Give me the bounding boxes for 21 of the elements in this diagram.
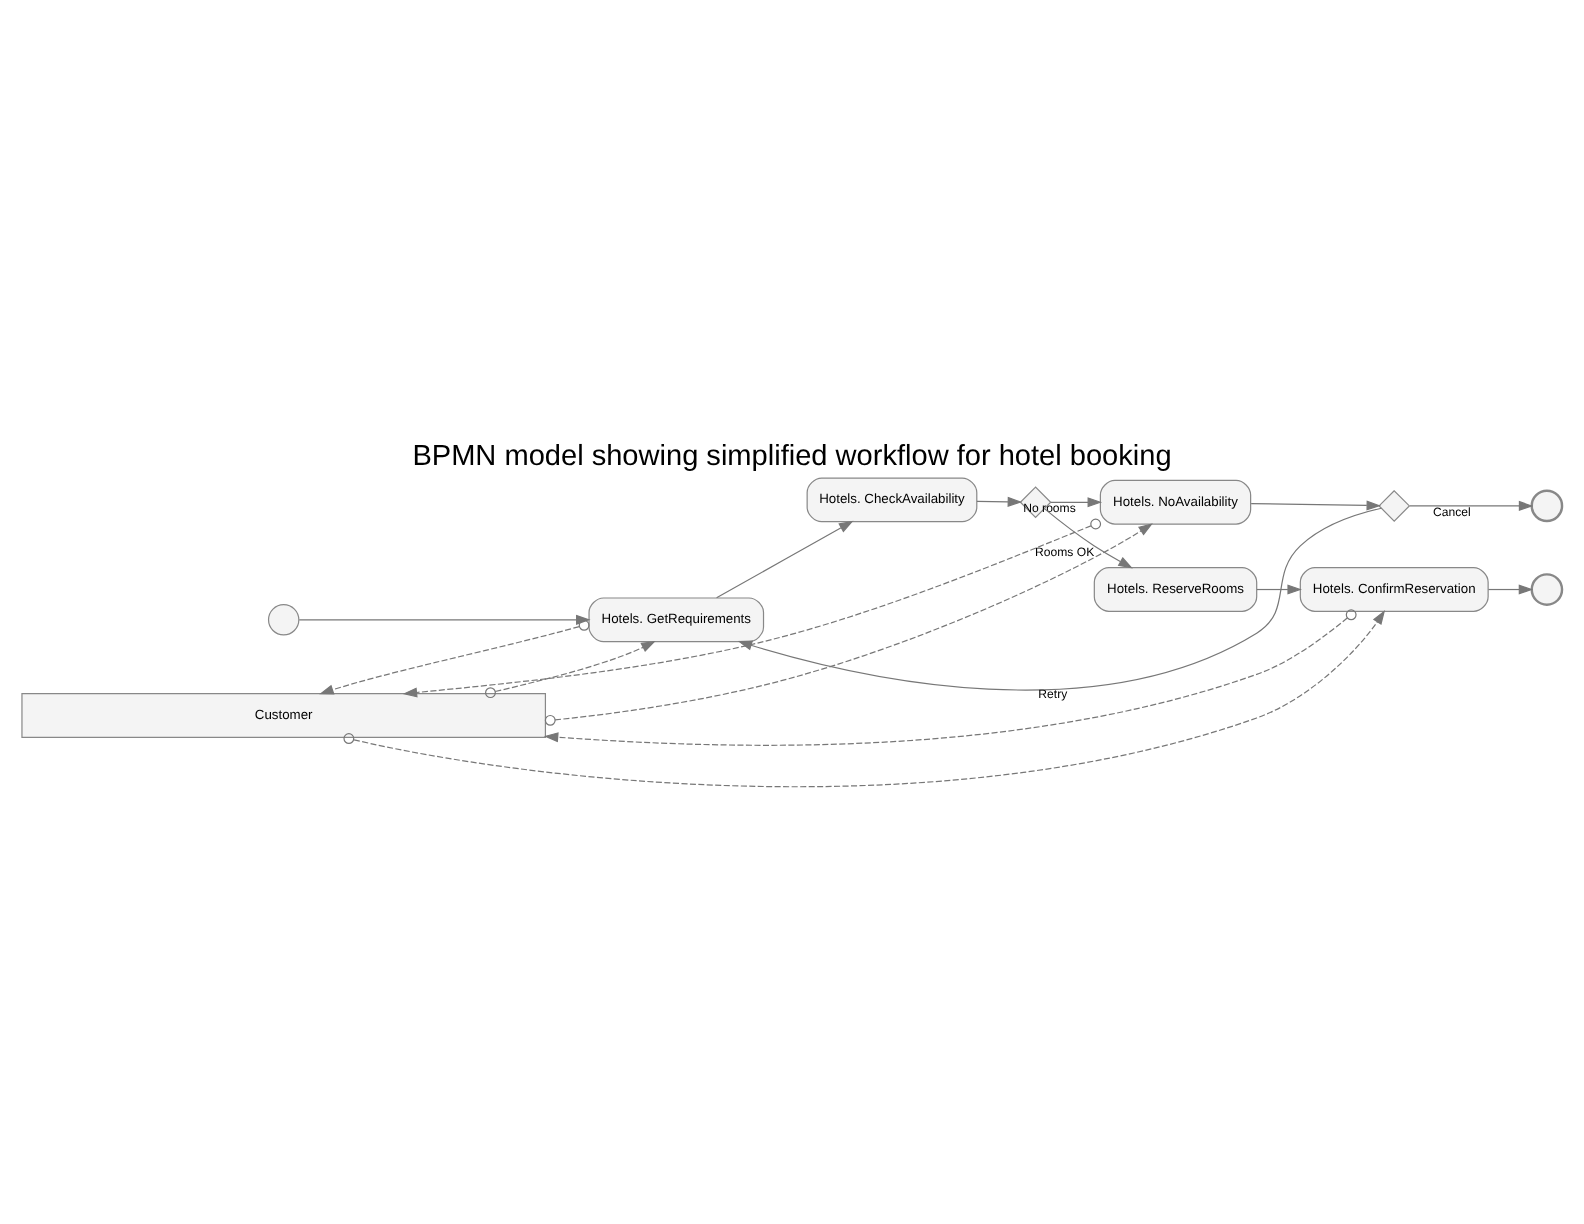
node-circle	[1530, 573, 1564, 606]
arrow	[402, 518, 1102, 698]
arrow	[1487, 584, 1534, 595]
arrow	[1250, 500, 1382, 511]
arrow	[319, 619, 590, 695]
diagram-title: BPMN model showing simplified workflow for hotel booking	[412, 440, 1172, 473]
arrow	[1409, 500, 1534, 511]
arrow	[485, 640, 656, 699]
node-circle	[267, 604, 300, 636]
arrow	[1044, 508, 1133, 569]
arrow	[298, 614, 591, 625]
node-circle	[1530, 489, 1564, 523]
arrow	[1256, 584, 1302, 595]
node-diamond	[1378, 489, 1411, 522]
arrow	[716, 520, 854, 599]
arrow	[976, 496, 1023, 507]
arrow	[343, 610, 1386, 788]
arrow	[543, 609, 1357, 746]
arrow	[737, 507, 1382, 691]
arrow	[544, 523, 1153, 726]
arrow	[1050, 497, 1103, 508]
